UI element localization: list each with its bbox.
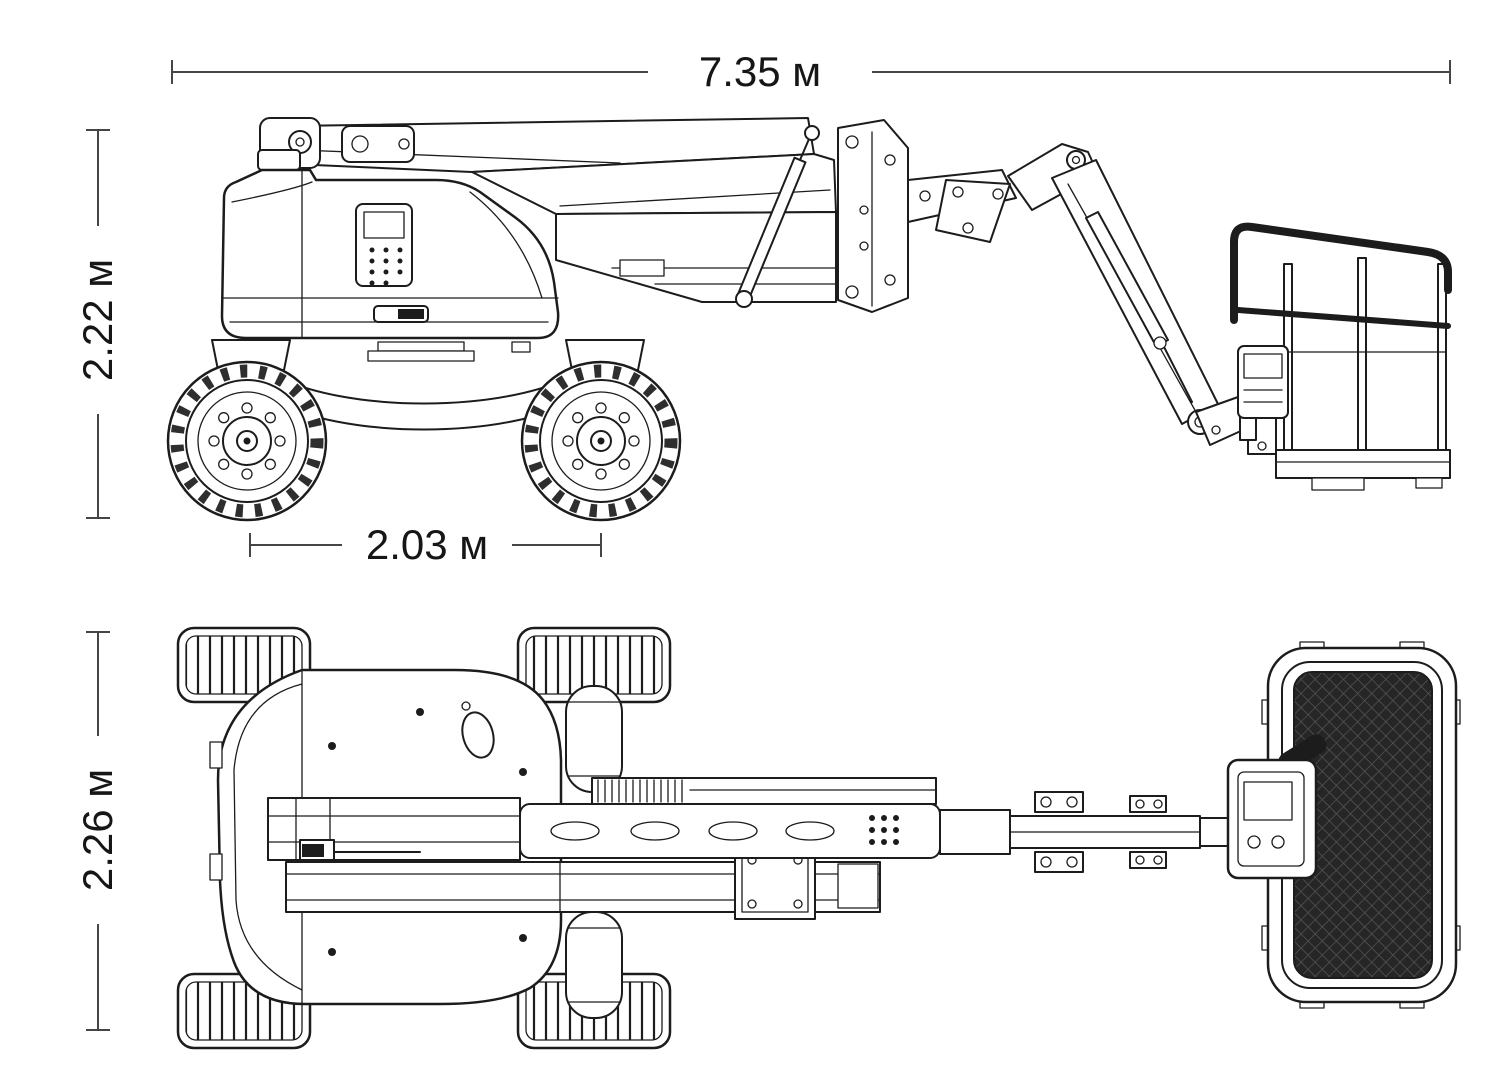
tire-top-right bbox=[516, 626, 672, 704]
basket-side bbox=[1230, 222, 1452, 491]
length-dimension: 7.35 м bbox=[171, 48, 1451, 95]
side-view-drawing bbox=[166, 117, 1452, 522]
rear-wheel-side bbox=[166, 360, 328, 522]
front-wheel-side bbox=[520, 360, 682, 522]
width-dimension-label: 2.26 м bbox=[74, 769, 121, 891]
boom-assembly-top bbox=[267, 777, 1259, 920]
height-dimension: 2.22 м bbox=[74, 129, 121, 519]
boom-rest-pads-top bbox=[565, 685, 623, 1019]
width-dimension: 2.26 м bbox=[74, 631, 121, 1031]
height-dimension-label: 2.22 м bbox=[74, 259, 121, 381]
chassis-side bbox=[220, 168, 560, 362]
wheelbase-dimension: 2.03 м bbox=[249, 521, 602, 568]
wheelbase-dimension-label: 2.03 м bbox=[366, 521, 488, 568]
platform-top bbox=[1226, 641, 1461, 1009]
length-dimension-label: 7.35 м bbox=[699, 48, 821, 95]
top-view-drawing bbox=[176, 626, 1461, 1050]
